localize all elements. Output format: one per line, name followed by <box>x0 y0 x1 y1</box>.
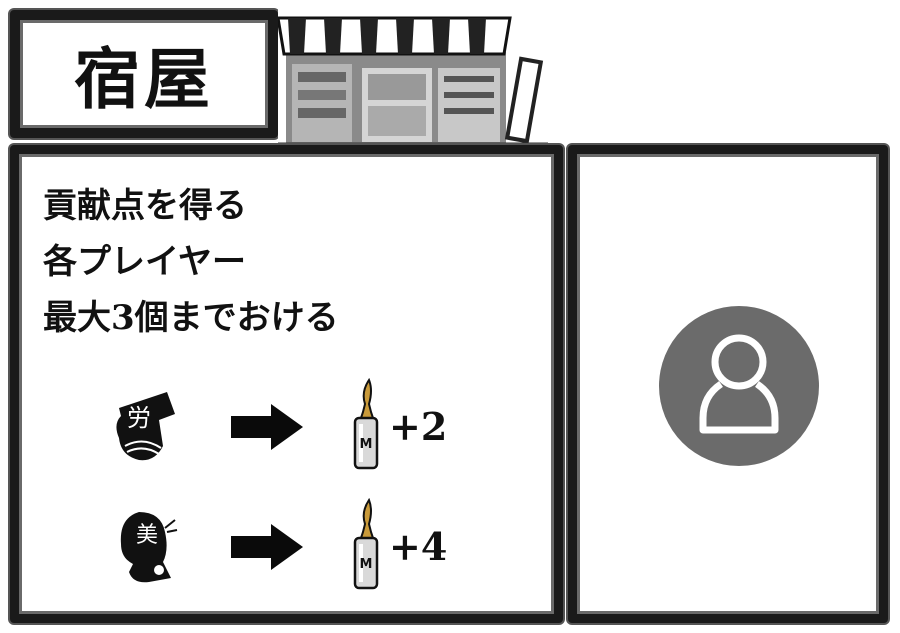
description-line-2: 各プレイヤー <box>43 242 246 282</box>
player-placeholder-icon[interactable] <box>659 306 819 466</box>
description-line-1: 貢献点を得る <box>43 186 247 226</box>
reward-row-2: 美 M +4 <box>99 498 529 590</box>
arrow-right-icon <box>231 404 303 450</box>
ampoule-icon: M <box>353 498 379 590</box>
ampoule-label: M <box>360 557 373 572</box>
labor-token-icon: 労 <box>116 392 175 461</box>
ampoule-icon: M <box>353 378 379 470</box>
player-slot-panel[interactable] <box>568 145 888 623</box>
card-title: 宿屋 <box>74 40 214 118</box>
reward-row-1: 労 M +2 <box>99 378 529 470</box>
reward-amount-1: +2 <box>389 404 448 449</box>
ampoule-label: M <box>360 437 373 452</box>
beauty-token-icon: 美 <box>120 512 178 583</box>
effect-panel: 貢献点を得る 各プレイヤー 最大3個までおける 労 M +2 美 <box>10 145 563 623</box>
arrow-right-icon <box>231 524 303 570</box>
effect-description: 貢献点を得る 各プレイヤー 最大3個までおける <box>43 178 339 346</box>
labor-token-glyph: 労 <box>127 404 151 432</box>
inn-shop-illustration <box>278 8 548 148</box>
beauty-token-glyph: 美 <box>136 523 158 548</box>
reward-amount-2: +4 <box>389 524 448 569</box>
description-line-3: 最大3個までおける <box>43 298 339 338</box>
title-frame: 宿屋 <box>10 10 278 138</box>
